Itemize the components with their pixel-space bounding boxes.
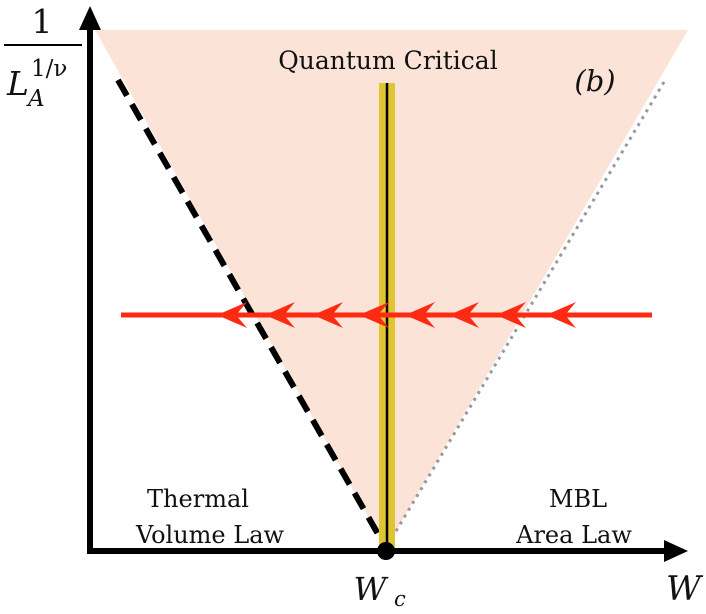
- flow-arrowhead: [496, 302, 526, 328]
- quantum-critical-label: Quantum Critical: [278, 46, 497, 75]
- flow-arrowhead: [546, 302, 576, 328]
- critical-point-label: W c: [354, 570, 406, 611]
- critical-point-label-subscript: c: [394, 587, 406, 609]
- volume-law-label: Volume Law: [135, 521, 285, 549]
- y-axis-label: 1 L A 1/ν: [4, 2, 82, 112]
- y-axis-arrow: [79, 6, 101, 30]
- x-axis-arrow: [664, 540, 688, 562]
- thermal-label: Thermal: [147, 485, 249, 513]
- flow-arrowhead: [449, 302, 479, 328]
- flow-arrowhead: [359, 302, 389, 328]
- area-law-label: Area Law: [515, 521, 632, 549]
- panel-tag: (b): [574, 64, 615, 98]
- mbl-label: MBL: [549, 485, 607, 513]
- critical-point-dot: [377, 542, 395, 560]
- flow-arrowhead: [265, 302, 295, 328]
- mbl-boundary-line: [384, 81, 666, 549]
- y-axis-label-base: L: [6, 64, 29, 103]
- y-axis-label-numerator: 1: [32, 2, 53, 41]
- flow-arrowhead: [405, 302, 435, 328]
- y-axis-label-subscript: A: [26, 86, 45, 112]
- y-axis-label-exponent: 1/ν: [31, 56, 67, 82]
- flow-arrowhead: [217, 302, 247, 328]
- flow-arrowhead: [313, 302, 343, 328]
- flow-arrowheads: [217, 302, 576, 328]
- x-axis-label: W: [666, 569, 704, 609]
- critical-point-label-base: W: [354, 570, 390, 608]
